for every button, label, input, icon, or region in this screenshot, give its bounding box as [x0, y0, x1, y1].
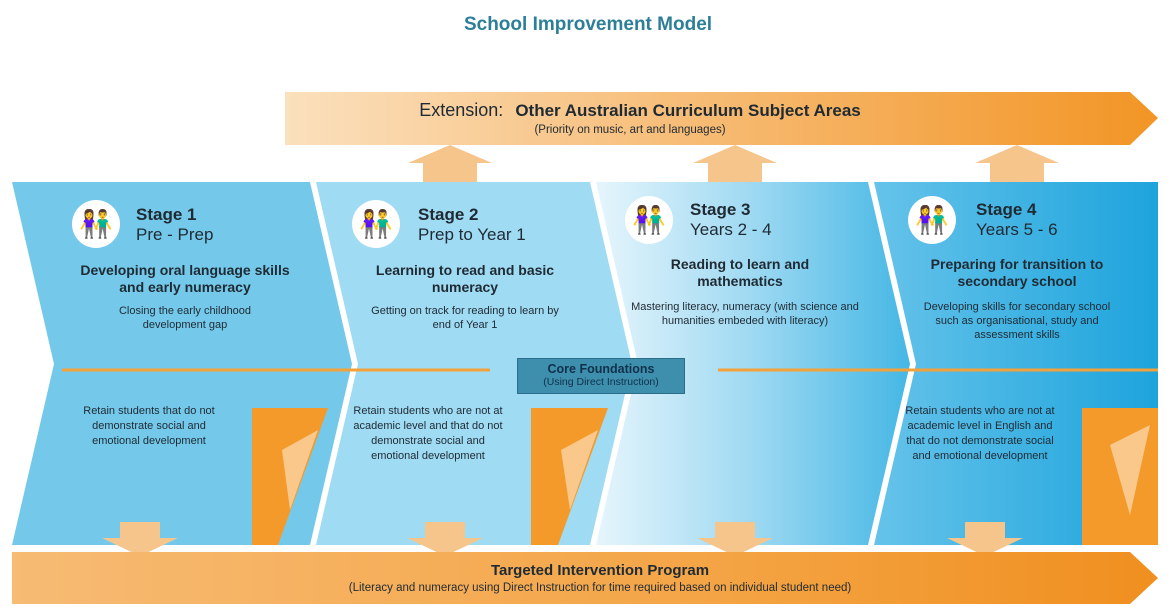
orange-corner-1-tint [282, 430, 318, 510]
page-title: School Improvement Model [463, 14, 713, 35]
children-icon: 👫 [352, 200, 400, 248]
down-arrow-1 [102, 522, 178, 556]
extension-subject: Other Australian Curriculum Subject Area… [515, 101, 861, 120]
stage-3-focus: Reading to learn and mathematics [670, 256, 810, 289]
extension-heading: Extension: Other Australian Curriculum Su… [290, 100, 990, 121]
stage-2-description: Getting on track for reading to learn by… [371, 305, 559, 331]
core-foundations-box: Core Foundations (Using Direct Instructi… [517, 358, 685, 394]
up-arrow-1 [408, 145, 492, 182]
stage-2-name: Stage 2 [418, 205, 479, 224]
stage-4-name: Stage 4 [976, 200, 1037, 219]
extension-arrow [285, 92, 1158, 145]
stage-3-range: Years 2 - 4 [690, 220, 772, 239]
extension-label: Extension: [419, 100, 504, 120]
core-foundations-title: Core Foundations [547, 362, 655, 376]
children-icon: 👫 [908, 196, 956, 244]
stage-4-retention: Retain students who are not at academic … [905, 405, 1055, 462]
children-icon: 👫 [625, 196, 673, 244]
stage-4-focus: Preparing for transition to secondary sc… [930, 256, 1104, 289]
stage-2-range: Prep to Year 1 [418, 225, 526, 244]
intervention-arrow [12, 552, 1158, 604]
stage-3-name: Stage 3 [690, 200, 751, 219]
extension-note: (Priority on music, art and languages) [534, 124, 726, 136]
children-icon: 👫 [72, 200, 120, 248]
stage-1-range: Pre - Prep [136, 225, 214, 244]
stage-2-retention: Retain students who are not at academic … [353, 405, 503, 462]
stage-1-name: Stage 1 [136, 205, 197, 224]
orange-corner-3-tint [1110, 425, 1150, 515]
down-arrow-4 [947, 522, 1023, 556]
intervention-title: Targeted Intervention Program [490, 562, 710, 579]
intervention-note: (Literacy and numeracy using Direct Inst… [348, 582, 852, 594]
down-arrow-2 [407, 522, 483, 556]
stage-2-focus: Learning to read and basic numeracy [375, 262, 555, 295]
up-arrow-2 [693, 145, 777, 182]
stage-1-focus: Developing oral language skills and earl… [80, 262, 290, 295]
stage-1-description: Closing the early childhood development … [118, 305, 252, 331]
stage-3-panel [596, 182, 910, 545]
stage-4-description: Developing skills for secondary school s… [923, 301, 1111, 341]
stage-4-range: Years 5 - 6 [976, 220, 1058, 239]
up-arrow-3 [975, 145, 1059, 182]
stage-1-retention: Retain students that do not demonstrate … [83, 405, 215, 447]
down-arrow-3 [697, 522, 773, 556]
stage-3-description: Mastering literacy, numeracy (with scien… [631, 301, 859, 327]
orange-corner-2-tint [561, 430, 598, 510]
core-foundations-subtitle: (Using Direct Instruction) [543, 376, 659, 388]
